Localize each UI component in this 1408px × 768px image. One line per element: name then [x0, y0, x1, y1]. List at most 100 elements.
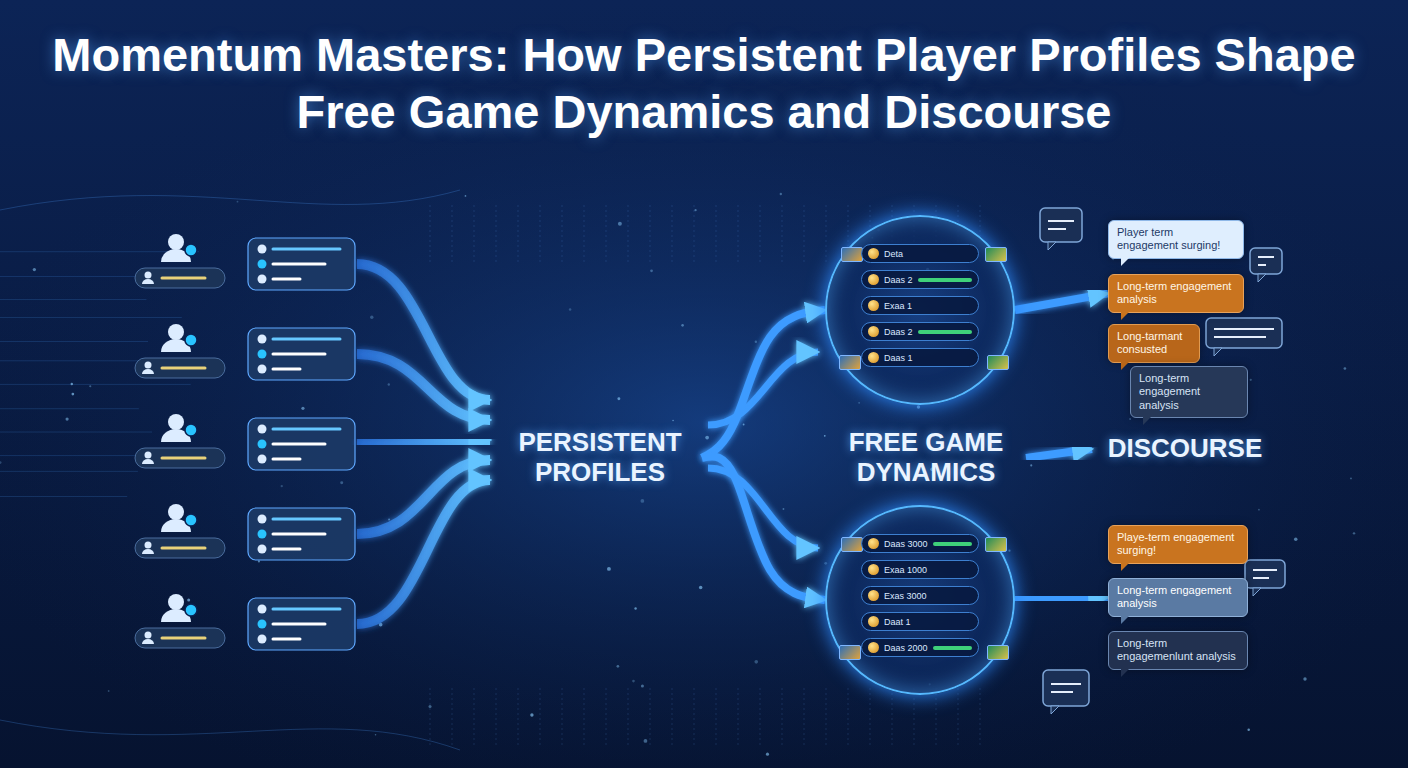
- profile-pill: [135, 628, 225, 648]
- game-thumbnail: [985, 247, 1007, 262]
- grid-line: [496, 688, 497, 745]
- sparkle-dot: [388, 383, 390, 385]
- grid-line: [672, 205, 673, 262]
- progress-bar: [918, 330, 972, 334]
- chat-line: [1048, 220, 1074, 222]
- bubble-tail: [1121, 362, 1129, 370]
- sparkle-dot: [766, 753, 769, 756]
- sparkle-dot: [1350, 478, 1352, 480]
- chat-tail: [1258, 274, 1266, 282]
- profile-card: [248, 238, 355, 290]
- item-text: Exaa 1: [884, 301, 912, 311]
- grid-line: [650, 688, 651, 745]
- bubble-text: Long-term engagemenlunt analysis: [1117, 637, 1239, 664]
- player-head: [168, 414, 184, 430]
- chat-box: [1206, 318, 1282, 348]
- game-thumbnail: [839, 645, 861, 660]
- grid-line: [958, 688, 959, 745]
- bubble-tail: [1121, 616, 1129, 624]
- bubble-text: Player term engagement surging!: [1117, 226, 1235, 253]
- card-line: [273, 518, 340, 521]
- grid-line: [474, 205, 475, 262]
- grid-line: [694, 205, 695, 262]
- card-line: [273, 263, 325, 266]
- coin-icon: [868, 564, 879, 575]
- game-thumbnail: [839, 355, 861, 370]
- grid-line: [804, 688, 805, 745]
- card-line: [273, 623, 325, 626]
- game-item: Daas 3000: [861, 534, 979, 553]
- light-streak: [1052, 496, 1408, 497]
- profile-card: [248, 598, 355, 650]
- grid-line: [694, 688, 695, 745]
- mini-body: [142, 639, 154, 644]
- sparkle-dot: [429, 705, 432, 708]
- bubble-text: Long-tarmant consusted: [1117, 330, 1191, 357]
- sparkle-dot: [1353, 532, 1355, 534]
- sparkle-dot: [569, 308, 572, 311]
- player-badge: [185, 334, 197, 346]
- player-badge: [185, 514, 197, 526]
- grid-line: [936, 688, 937, 745]
- light-streak: [1093, 478, 1408, 479]
- chat-line: [1051, 691, 1073, 693]
- chat-box: [1043, 670, 1089, 706]
- player-column: [135, 234, 355, 650]
- sparkle-dot: [33, 268, 36, 271]
- chat-box: [1250, 248, 1282, 274]
- connector-arrow: [702, 456, 825, 600]
- bubble-tail: [1143, 417, 1151, 425]
- stage-label: PERSISTENT PROFILES: [498, 424, 702, 492]
- grid-line: [782, 688, 783, 745]
- sparkle-dot: [858, 402, 860, 404]
- game-item: Deta: [861, 244, 979, 263]
- mini-head: [145, 272, 152, 279]
- chat-line: [1258, 264, 1266, 266]
- mini-head: [145, 542, 152, 549]
- game-item: Daas 1: [861, 348, 979, 367]
- grid-line: [540, 688, 541, 745]
- player-group: [135, 594, 355, 650]
- chat-icon: [1043, 670, 1089, 714]
- player-badge: [185, 244, 197, 256]
- game-item: Exaa 1: [861, 296, 979, 315]
- sparkle-dot: [65, 417, 68, 420]
- grid-line: [430, 205, 431, 262]
- card-line: [273, 338, 340, 341]
- profile-line: [162, 367, 205, 370]
- bubble-tail: [1121, 312, 1129, 320]
- profile-card: [248, 508, 355, 560]
- card-line: [273, 533, 325, 536]
- light-streak: [1047, 267, 1408, 268]
- sparkle-dot: [617, 397, 620, 400]
- sparkle-dot: [743, 424, 745, 426]
- sparkle-dot: [1344, 367, 1347, 370]
- sparkle-dot: [281, 485, 283, 487]
- flow-arrow: [357, 440, 490, 444]
- card-icon: [258, 425, 267, 434]
- light-streak: [1038, 467, 1408, 468]
- game-item: Exaa 1000: [861, 560, 979, 579]
- player-group: [135, 234, 355, 290]
- mini-body: [142, 549, 154, 554]
- card-line: [273, 248, 340, 251]
- card-icon: [258, 530, 267, 539]
- stage-label: FREE GAME DYNAMICS: [826, 424, 1026, 492]
- player-head: [168, 504, 184, 520]
- grid-line: [870, 688, 871, 745]
- chat-icon: [1040, 208, 1082, 250]
- bubble-text: Long-term engagement analysis: [1117, 584, 1239, 611]
- flow-arrow: [357, 480, 490, 624]
- player-head: [168, 594, 184, 610]
- sparkle-dot: [632, 680, 635, 683]
- sparkle-dot: [618, 222, 622, 226]
- item-text: Daat 1: [884, 617, 911, 627]
- game-item: Daas 2000: [861, 638, 979, 657]
- item-text: Daas 2: [884, 275, 913, 285]
- game-thumbnail: [841, 537, 863, 552]
- glow-curve: [0, 190, 460, 210]
- grid-line: [518, 205, 519, 262]
- grid-line: [584, 688, 585, 745]
